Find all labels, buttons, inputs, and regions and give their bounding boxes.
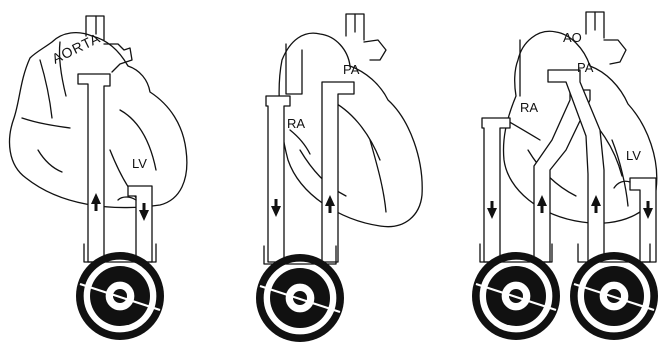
label-ao-3: AO [563, 30, 582, 45]
ra-cannula-3 [482, 118, 510, 262]
pa-cannula-2 [322, 82, 354, 262]
label-ra-2: RA [287, 116, 305, 131]
label-lv-3: LV [626, 148, 641, 163]
panel-biventricular-bypass: AO PA RA LV [472, 12, 658, 340]
aortic-cannula-1 [78, 74, 110, 262]
label-pa-2: PA [343, 62, 360, 77]
label-aorta: AORTA [49, 30, 103, 67]
panel-left-ventricular-bypass: AORTA LV [10, 16, 187, 340]
label-lv: LV [132, 156, 147, 171]
label-pa-3: PA [577, 60, 594, 75]
aortic-cannula-3 [548, 70, 604, 262]
label-ra-3: RA [520, 100, 538, 115]
panel-right-ventricular-bypass: RA PA [256, 14, 422, 342]
lv-cannula-3 [630, 178, 656, 262]
